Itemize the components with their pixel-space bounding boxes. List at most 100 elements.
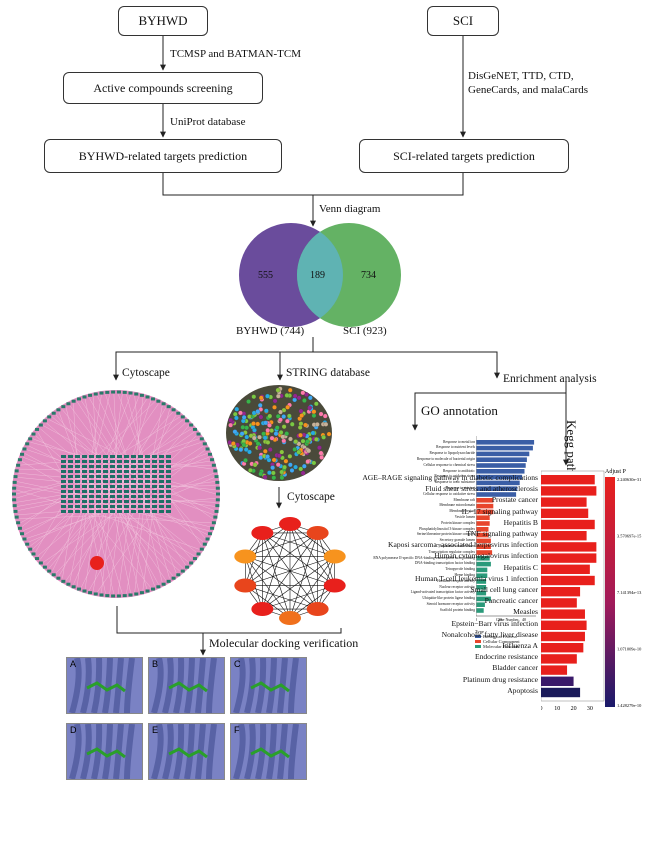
kegg-bar: [541, 609, 585, 619]
docking-panel-letter: E: [152, 725, 159, 735]
go-bar: [476, 567, 488, 573]
go-legend-label: Molecular Function: [483, 644, 519, 649]
docking-panel-letter: C: [234, 659, 241, 669]
kegg-category-label: Human T-cell leukemia virus 1 infection: [415, 573, 538, 583]
go-bar: [476, 457, 527, 462]
go-category-label: Ubiquitin-like protein ligase binding: [422, 596, 475, 601]
string-database-label: STRING database: [286, 367, 370, 379]
venn-diagram-label: Venn diagram: [319, 203, 381, 215]
go-legend-label: Biological Process: [483, 634, 517, 639]
docking-panel-letter: F: [234, 725, 240, 735]
go-tick-label: 20: [498, 617, 502, 622]
docking-panel-letter: D: [70, 725, 77, 735]
network-target-grid: [61, 455, 171, 513]
hub-node: [279, 517, 301, 531]
kegg-colorbar: [605, 477, 615, 707]
sci-targets-label: SCI-related targets prediction: [393, 148, 535, 163]
sci-label: SCI: [452, 13, 474, 28]
go-bar: [476, 503, 494, 509]
string-ppi-network: [226, 385, 332, 481]
go-category-label: Serine/threonine protein kinase complex: [416, 532, 475, 537]
go-category-label: Membrane raft: [453, 497, 475, 502]
go-category-label: Ligand-activated transcription factor ac…: [410, 590, 475, 595]
go-bar: [476, 445, 533, 451]
kegg-category-label: Bladder cancer: [492, 663, 538, 673]
go-category-label: Membrane region: [449, 509, 475, 514]
docking-structure: [233, 658, 299, 713]
go-annotation-label: GO annotation: [421, 403, 498, 418]
kegg-bar: [541, 631, 585, 642]
kegg-category-label: Epstein−Barr virus infection: [451, 618, 538, 628]
hub-node: [323, 549, 346, 564]
docking-structure: [69, 724, 135, 779]
byhwd-targets-label: BYHWD-related targets prediction: [78, 148, 248, 163]
go-category-label: Response to oxidative stress: [434, 474, 475, 479]
go-bar: [476, 544, 491, 549]
go-tick-label: 0: [476, 617, 477, 622]
venn-diagram: [239, 223, 401, 327]
cytoscape2-label: Cytoscape: [287, 491, 335, 503]
docking-panel: C: [230, 657, 307, 714]
hub-edges: [245, 523, 335, 619]
kegg-colorbar-title: Adjust P: [605, 469, 627, 475]
kegg-bar: [541, 542, 597, 552]
flow-arrows: [113, 36, 500, 381]
go-category-label: RNA polymerase II-specific DNA-binding t…: [373, 555, 475, 560]
docking-structure: [69, 658, 135, 713]
kegg-category-labels: AGE–RAGE signaling pathway in diabetic c…: [310, 467, 538, 707]
go-category-label: Protein kinase complex: [441, 520, 475, 525]
go-category-label: Cellular response to oxidative stress: [423, 491, 475, 496]
go-bar: [476, 556, 490, 561]
kegg-category-label: Platinum drug resistance: [462, 674, 538, 684]
byhwd-box: BYHWD: [118, 6, 208, 36]
go-category-label: Cellular response to chemical stress: [423, 462, 476, 467]
kegg-bar: [541, 497, 587, 507]
kegg-colorbar-tick: 7.141394e-13: [617, 590, 642, 595]
hub-node: [251, 602, 274, 617]
go-category-label: Response to antibiotic: [443, 468, 475, 473]
go-xlabel: Gene Number: [496, 617, 519, 622]
hub-node: [234, 549, 257, 564]
docking-panel: D: [66, 723, 143, 780]
docking-panel-letter: A: [70, 659, 77, 669]
go-category-label: DNA-binding transcription factor binding: [414, 561, 475, 566]
docking-structure: [151, 724, 217, 779]
kegg-category-label: IL−17 signaling pathway: [461, 506, 538, 516]
go-category-label: Transcription regulator complex: [428, 549, 475, 554]
docking-structure: [151, 658, 217, 713]
docking-panel: B: [148, 657, 225, 714]
venn-right-count: 734: [361, 270, 376, 281]
go-legend-title: Type: [475, 629, 484, 634]
go-bar: [476, 498, 494, 503]
kegg-bar: [541, 587, 581, 597]
kegg-bar: [541, 486, 597, 496]
kegg-category-label: Apoptosis: [507, 685, 538, 695]
go-legend-item: Cellular Component: [475, 639, 520, 644]
kegg-category-label: Human cytomegalovirus infection: [434, 551, 538, 561]
go-tick-label: 40: [522, 617, 526, 622]
kegg-bar: [541, 508, 589, 518]
kegg-category-label: Prostate cancer: [491, 495, 538, 505]
go-legend-swatch: [475, 645, 481, 648]
kegg-tick-label: 0: [541, 706, 543, 712]
go-category-label: Response to nutrient levels: [436, 445, 475, 450]
hub-gene-network: [234, 517, 346, 625]
go-bar: [476, 527, 489, 532]
hairball-nodes: [227, 386, 332, 481]
go-bar: [476, 532, 489, 538]
kegg-bar: [541, 564, 590, 574]
go-bar: [476, 492, 517, 497]
go-bar: [476, 480, 520, 486]
hub-node: [323, 578, 346, 593]
kegg-category-label: Nonalcoholic fatty liver disease: [441, 629, 538, 639]
go-category-label: Response to nutrient: [445, 485, 475, 490]
kegg-category-label: Hepatitis C: [503, 562, 538, 572]
kegg-category-label: Hepatitis B: [503, 517, 538, 527]
kegg-category-label: Measles: [513, 607, 538, 617]
active-compounds-label: Active compounds screening: [93, 80, 233, 95]
go-bar: [476, 463, 526, 468]
cytoscape-label: Cytoscape: [122, 367, 170, 379]
